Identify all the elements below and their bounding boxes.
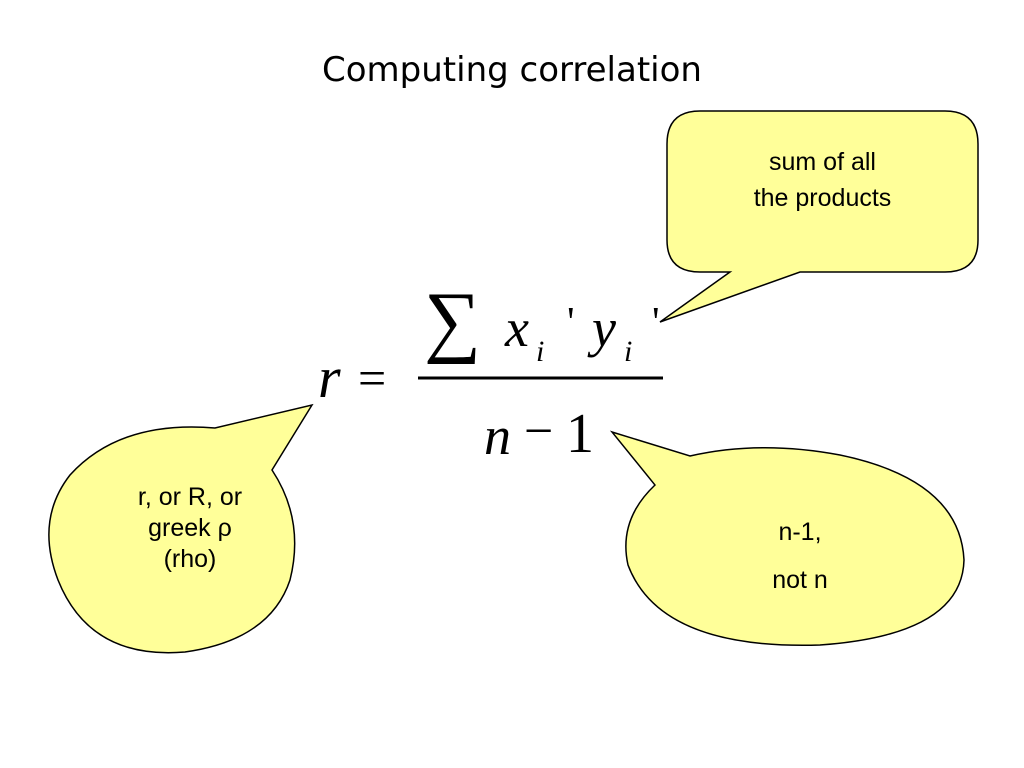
slide-title: Computing correlation <box>322 50 702 90</box>
callout-left-line1: r, or R, or <box>137 483 243 511</box>
formula-equals: = <box>358 350 387 406</box>
formula-x: x <box>505 298 529 358</box>
formula-x-subscript: i <box>536 335 545 368</box>
formula-minus: − <box>524 403 554 460</box>
callout-top-right-bubble <box>659 110 979 323</box>
callout-top-right-line1: sum of all <box>769 148 876 176</box>
callout-top-right-line2: the products <box>753 184 892 212</box>
formula-y: y <box>592 298 616 358</box>
callout-bottom-right-text: n-1, not n <box>700 508 900 604</box>
callout-left-line2: greek ρ <box>148 514 232 542</box>
callout-left-text: r, or R, or greek ρ (rho) <box>80 482 300 575</box>
formula-x-prime: ' <box>567 300 575 346</box>
summation-symbol: ∑ <box>424 277 482 365</box>
formula-n: n <box>484 406 511 466</box>
formula-y-subscript: i <box>624 335 633 368</box>
callout-left-bubble <box>48 403 314 654</box>
formula-one: 1 <box>566 403 594 465</box>
callout-top-right-text: sum of all the products <box>690 144 955 216</box>
formula-y-prime: ' <box>652 300 660 346</box>
callout-bottom-right-line1: n-1, <box>778 518 822 546</box>
formula-r: r <box>318 345 341 410</box>
callout-bottom-right-bubble <box>609 430 965 647</box>
callout-left-line3: (rho) <box>163 545 217 573</box>
callout-bottom-right-line2: not n <box>772 566 828 594</box>
